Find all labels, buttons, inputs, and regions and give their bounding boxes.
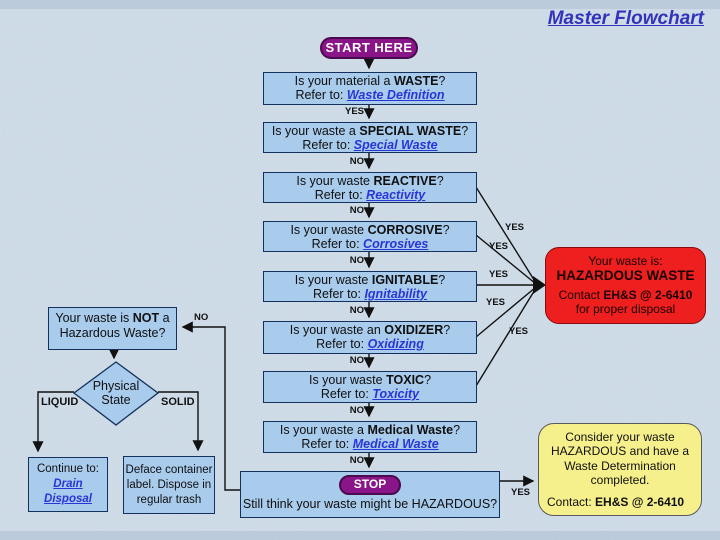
- edge-label-no: NO: [349, 205, 364, 216]
- decision-box-waste: Is your material a WASTE? Refer to: Wast…: [263, 72, 477, 105]
- consider-contact: Contact: EH&S @ 2-6410: [547, 494, 685, 509]
- edge-label-yes: YES: [505, 222, 525, 233]
- oxidizing-link[interactable]: Oxidizing: [367, 337, 424, 351]
- deface-container-box: Deface container label. Dispose in regul…: [123, 456, 215, 514]
- question-text: Is your waste IGNITABLE?: [294, 273, 446, 287]
- refer-line: Refer to: Medical Waste: [301, 437, 439, 451]
- edge-label-yes: YES: [509, 326, 529, 337]
- edge-label-no: NO: [194, 312, 209, 323]
- drain-disposal-box: Continue to: Drain Disposal: [28, 457, 108, 512]
- edge-label-liquid: LIQUID: [41, 396, 79, 408]
- special-waste-link[interactable]: Special Waste: [353, 138, 438, 152]
- stop-box: STOP Still think your waste might be HAZ…: [240, 471, 500, 518]
- decision-box-reactive: Is your waste REACTIVE? Refer to: Reacti…: [263, 172, 477, 203]
- question-text: Is your waste an OXIDIZER?: [289, 323, 451, 337]
- refer-line: Refer to: Toxicity: [320, 387, 420, 401]
- stop-question: Still think your waste might be HAZARDOU…: [242, 497, 498, 511]
- question-text: Is your waste REACTIVE?: [296, 174, 444, 188]
- question-text: Is your waste a SPECIAL WASTE?: [271, 124, 469, 138]
- decision-box-oxidizer: Is your waste an OXIDIZER? Refer to: Oxi…: [263, 321, 477, 354]
- edge-label-no: NO: [349, 455, 364, 466]
- page-title: Master Flowchart: [547, 8, 704, 29]
- decision-box-medical-waste: Is your waste a Medical Waste? Refer to:…: [263, 421, 477, 453]
- hazardous-waste-result-box: Your waste is: HAZARDOUS WASTE Contact E…: [545, 247, 706, 324]
- not-hazardous-box: Your waste is NOT a Hazardous Waste?: [48, 307, 177, 350]
- consider-body: Consider your waste HAZARDOUS and have a…: [550, 429, 690, 488]
- deface-text: Deface container label. Dispose in regul…: [125, 463, 213, 506]
- edge-label-no: NO: [349, 355, 364, 366]
- toxicity-link[interactable]: Toxicity: [372, 387, 420, 401]
- medical-waste-link[interactable]: Medical Waste: [352, 437, 439, 451]
- stop-oval: STOP: [339, 475, 401, 495]
- refer-line: Refer to: Corrosives: [311, 237, 429, 251]
- edge-label-yes: YES: [511, 487, 531, 498]
- hazard-contact: Contact EH&S @ 2-6410: [558, 288, 693, 303]
- drain-disposal-link[interactable]: Drain Disposal: [44, 478, 92, 505]
- edge-label-yes: YES: [489, 269, 509, 280]
- corrosives-link[interactable]: Corrosives: [363, 237, 429, 251]
- hazard-line1: Your waste is:: [588, 253, 663, 268]
- question-text: Is your waste TOXIC?: [308, 373, 432, 387]
- question-text: Is your waste a Medical Waste?: [279, 423, 461, 437]
- decision-box-ignitable: Is your waste IGNITABLE? Refer to: Ignit…: [263, 271, 477, 302]
- refer-line: Refer to: Reactivity: [314, 188, 426, 202]
- decision-box-special-waste: Is your waste a SPECIAL WASTE? Refer to:…: [263, 122, 477, 153]
- start-here-oval: START HERE: [320, 37, 418, 59]
- edge-label-no: NO: [349, 405, 364, 416]
- edge-label-no: NO: [349, 305, 364, 316]
- hazard-line4: for proper disposal: [575, 301, 676, 316]
- refer-line: Refer to: Oxidizing: [316, 337, 424, 351]
- edge-label-solid: SOLID: [161, 396, 195, 408]
- waste-determination-box: Consider your waste HAZARDOUS and have a…: [538, 423, 702, 516]
- question-text: Is your material a WASTE?: [294, 74, 446, 88]
- hazard-line2: HAZARDOUS WASTE: [556, 268, 695, 284]
- decision-box-toxic: Is your waste TOXIC? Refer to: Toxicity: [263, 371, 477, 403]
- edge-label-yes: YES: [344, 106, 364, 117]
- edge-label-no: NO: [349, 255, 364, 266]
- question-text: Is your waste CORROSIVE?: [290, 223, 450, 237]
- ignitability-link[interactable]: Ignitability: [364, 287, 427, 301]
- not-hazardous-line1: Your waste is NOT a: [55, 311, 170, 325]
- edge-label-yes: YES: [486, 297, 506, 308]
- edge-label-no: NO: [349, 156, 364, 167]
- refer-line: Refer to: Special Waste: [302, 138, 438, 152]
- reactivity-link[interactable]: Reactivity: [366, 188, 426, 202]
- decision-box-corrosive: Is your waste CORROSIVE? Refer to: Corro…: [263, 221, 477, 252]
- waste-definition-link[interactable]: Waste Definition: [346, 88, 445, 102]
- edge-label-yes: YES: [489, 241, 509, 252]
- physical-state-label: Physical State: [92, 379, 140, 407]
- not-hazardous-line2: Hazardous Waste?: [59, 326, 166, 340]
- drain-line1: Continue to:: [36, 463, 99, 475]
- refer-line: Refer to: Ignitability: [313, 287, 427, 301]
- refer-line: Refer to: Waste Definition: [295, 88, 445, 102]
